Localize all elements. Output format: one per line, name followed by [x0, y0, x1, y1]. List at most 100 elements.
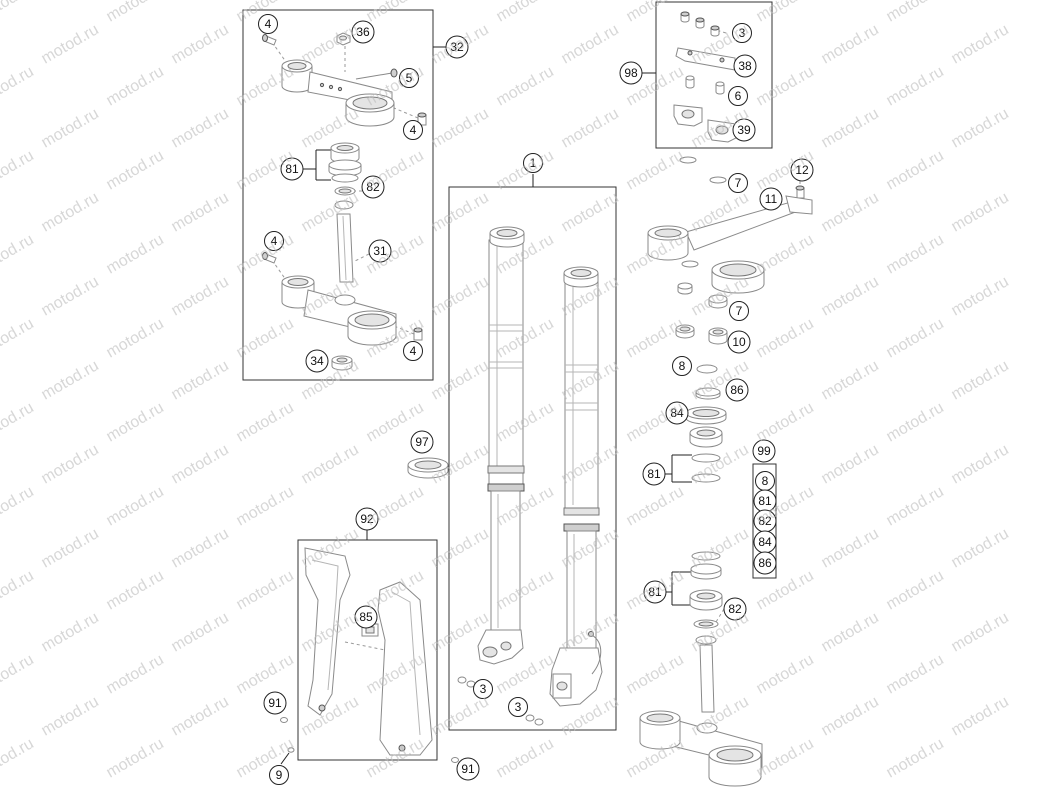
watermark-text: motod.ru	[494, 0, 557, 25]
watermark-text: motod.ru	[0, 63, 37, 109]
callout-number: 81	[758, 494, 772, 508]
watermark-text: motod.ru	[0, 315, 37, 361]
o-ring	[696, 364, 718, 374]
callout-4: 4	[403, 120, 423, 140]
watermark-text: motod.ru	[0, 651, 37, 697]
callout-81: 81	[280, 157, 304, 181]
watermark-text: motod.ru	[39, 21, 102, 67]
watermark-text: motod.ru	[624, 315, 687, 361]
callout-circle	[258, 14, 278, 34]
watermark-text: motod.ru	[754, 315, 817, 361]
mounting-plate	[675, 47, 736, 71]
callout-circle	[305, 349, 329, 373]
watermark-text: motod.ru	[169, 21, 232, 67]
callout-number: 85	[359, 610, 373, 624]
callout-34: 34	[305, 349, 329, 373]
callout-86: 86	[725, 378, 749, 402]
fork-cap	[407, 457, 449, 479]
watermark-text: motod.ru	[819, 441, 882, 487]
callout-8: 8	[755, 471, 775, 491]
watermark-text: motod.ru	[624, 483, 687, 529]
callout-10: 10	[727, 330, 751, 354]
callout-number: 11	[765, 192, 778, 206]
watermark-text: motod.ru	[819, 105, 882, 151]
watermark-text: motod.ru	[104, 63, 167, 109]
watermark-text: motod.ru	[0, 0, 37, 25]
callout-number: 91	[268, 696, 282, 710]
watermark-text: motod.ru	[429, 273, 492, 319]
watermark-text: motod.ru	[884, 735, 947, 781]
watermark-text: motod.ru	[364, 483, 427, 529]
watermark-text: motod.ru	[104, 0, 167, 25]
callout-86: 86	[753, 551, 777, 575]
watermark-text: motod.ru	[364, 147, 427, 193]
watermark-text: motod.ru	[234, 399, 297, 445]
watermark-text: motod.ru	[104, 735, 167, 781]
dust-seal	[695, 387, 721, 400]
watermark-text: motod.ru	[104, 567, 167, 613]
callout-circle	[728, 173, 748, 193]
watermark-text: motod.ru	[884, 567, 947, 613]
callout-number: 4	[410, 344, 417, 358]
watermark-text: motod.ru	[169, 189, 232, 235]
callout-circle	[752, 439, 776, 463]
callout-circle	[269, 765, 289, 785]
callout-85: 85	[354, 605, 378, 629]
watermark-text: motod.ru	[0, 567, 37, 613]
callout-circle	[410, 430, 434, 454]
stem-nut	[331, 355, 353, 371]
leader-lines	[271, 29, 801, 765]
callout-82: 82	[361, 175, 385, 199]
callout-7: 7	[728, 173, 748, 193]
steering-stem-lower	[699, 644, 715, 713]
watermark-text: motod.ru	[364, 0, 427, 25]
watermark-text: motod.ru	[234, 567, 297, 613]
watermark-text: motod.ru	[884, 483, 947, 529]
callout-circle	[733, 54, 757, 78]
callout-circle	[642, 462, 666, 486]
callout-circle	[732, 23, 752, 43]
callout-82: 82	[723, 597, 747, 621]
callout-number: 32	[450, 40, 464, 54]
watermark-text: motod.ru	[559, 105, 622, 151]
callout-97: 97	[410, 430, 434, 454]
callout-number: 6	[735, 89, 742, 103]
pinch-bolt	[355, 68, 398, 80]
watermark-text: motod.ru	[819, 693, 882, 739]
watermark-text: motod.ru	[0, 231, 37, 277]
callout-number: 81	[285, 162, 299, 176]
watermark-text: motod.ru	[494, 735, 557, 781]
callout-number: 12	[795, 163, 809, 177]
watermark-text: motod.ru	[949, 273, 1012, 319]
watermark-text: motod.ru	[169, 105, 232, 151]
callout-circle	[727, 330, 751, 354]
callout-4: 4	[403, 341, 423, 361]
callout-circle	[790, 158, 814, 182]
watermark-text: motod.ru	[169, 693, 232, 739]
callout-circle	[280, 157, 304, 181]
callout-circle	[723, 597, 747, 621]
callout-4: 4	[264, 231, 284, 251]
callout-81: 81	[642, 462, 666, 486]
watermark-text: motod.ru	[429, 105, 492, 151]
upper-triple-clamp	[281, 59, 395, 127]
watermark-text: motod.ru	[234, 651, 297, 697]
callout-circle	[263, 691, 287, 715]
callout-number: 1	[530, 156, 537, 170]
callout-number: 38	[738, 59, 752, 73]
callout-31: 31	[368, 239, 392, 263]
fork-guard-left	[304, 547, 351, 716]
watermark-text: motod.ru	[169, 525, 232, 571]
handlebar-clamp-assembly	[647, 195, 813, 294]
callout-circle	[473, 679, 493, 699]
callout-number: 34	[310, 354, 324, 368]
fork-guard-right	[377, 581, 433, 756]
watermark-text: motod.ru	[819, 273, 882, 319]
callout-circle	[619, 61, 643, 85]
watermark-text: motod.ru	[39, 525, 102, 571]
callout-9: 9	[269, 765, 289, 785]
guard-screw	[451, 757, 459, 763]
callout-number: 4	[271, 234, 278, 248]
lower-clamp-assembly	[639, 710, 763, 787]
callout-circle	[456, 757, 480, 781]
